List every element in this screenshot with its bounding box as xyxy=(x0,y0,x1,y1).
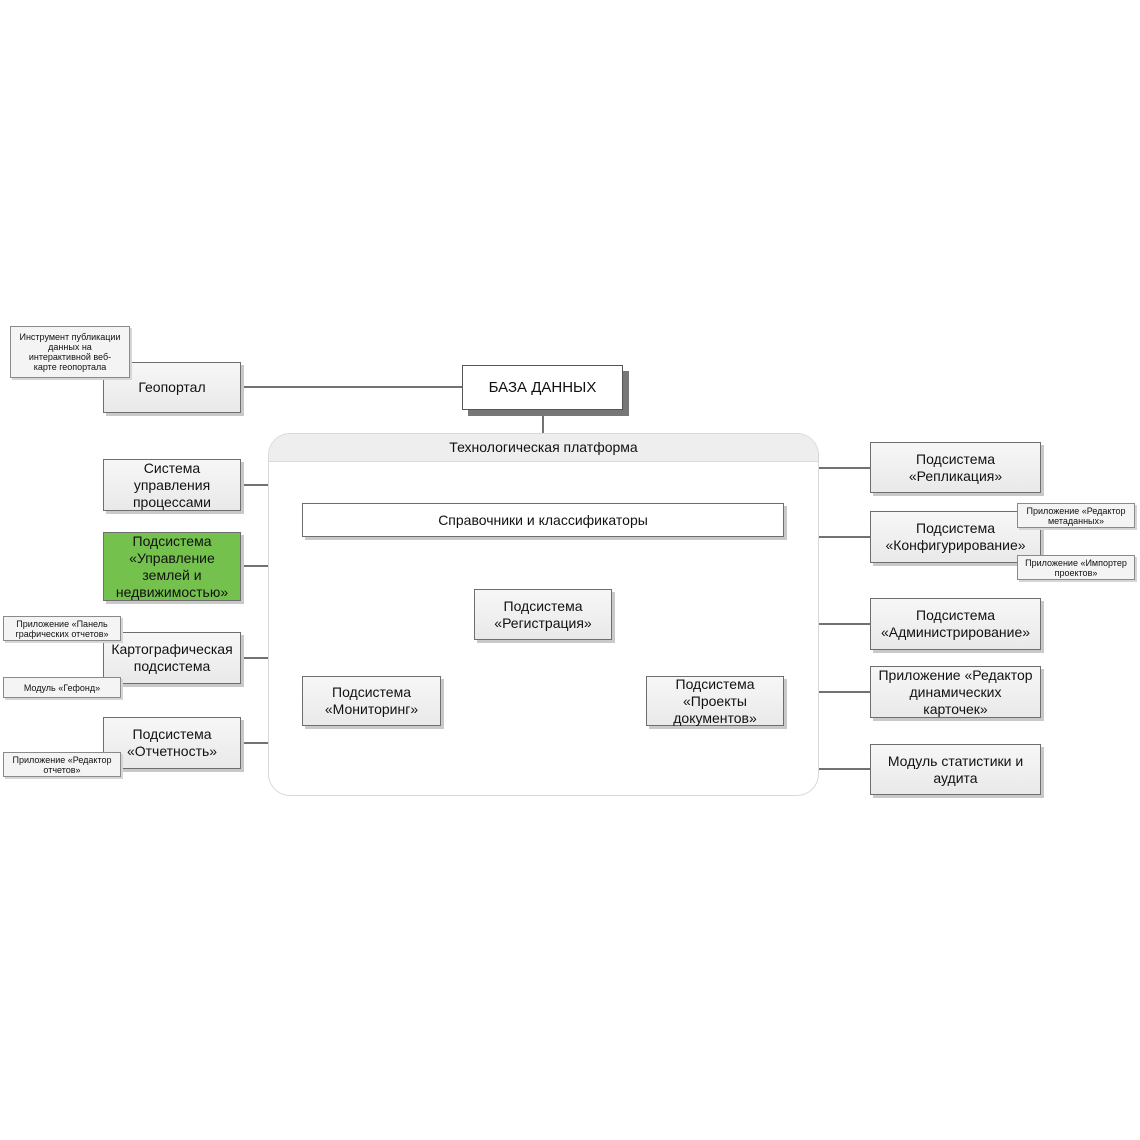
registration-subsystem: Подсистема «Регистрация» xyxy=(474,589,612,640)
configuring-note-importer: Приложение «Импортер проектов» xyxy=(1017,555,1135,580)
statistics-audit-module: Модуль статистики и аудита xyxy=(870,744,1041,795)
directories-box: Справочники и классификаторы xyxy=(302,503,784,537)
administration-subsystem: Подсистема «Администрирование» xyxy=(870,598,1041,650)
cartographic-note-fund: Модуль «Гефонд» xyxy=(3,677,121,698)
cartographic-note-panel: Приложение «Панель графических отчетов» xyxy=(3,616,121,641)
configuring-subsystem: Подсистема «Конфигурирование» xyxy=(870,511,1041,563)
platform-title: Технологическая платформа xyxy=(449,439,638,455)
card-editor-app: Приложение «Редактор динамических карточ… xyxy=(870,666,1041,718)
platform-header: Технологическая платформа xyxy=(269,434,818,462)
cartographic-subsystem: Картографическая подсистема xyxy=(103,632,241,684)
process-management-system: Система управления процессами xyxy=(103,459,241,511)
reporting-subsystem: Подсистема «Отчетность» xyxy=(103,717,241,769)
geoportal-note: Инструмент публикации данных на интеракт… xyxy=(10,326,130,378)
monitoring-subsystem: Подсистема «Мониторинг» xyxy=(302,676,441,726)
projects-subsystem: Подсистема «Проекты документов» xyxy=(646,676,784,726)
land-management-subsystem: Подсистема «Управление землей и недвижим… xyxy=(103,532,241,601)
reporting-note: Приложение «Редактор отчетов» xyxy=(3,752,121,777)
replication-subsystem: Подсистема «Репликация» xyxy=(870,442,1041,493)
configuring-note-metadata: Приложение «Редактор метаданных» xyxy=(1017,503,1135,528)
database-box: БАЗА ДАННЫХ xyxy=(462,365,623,410)
